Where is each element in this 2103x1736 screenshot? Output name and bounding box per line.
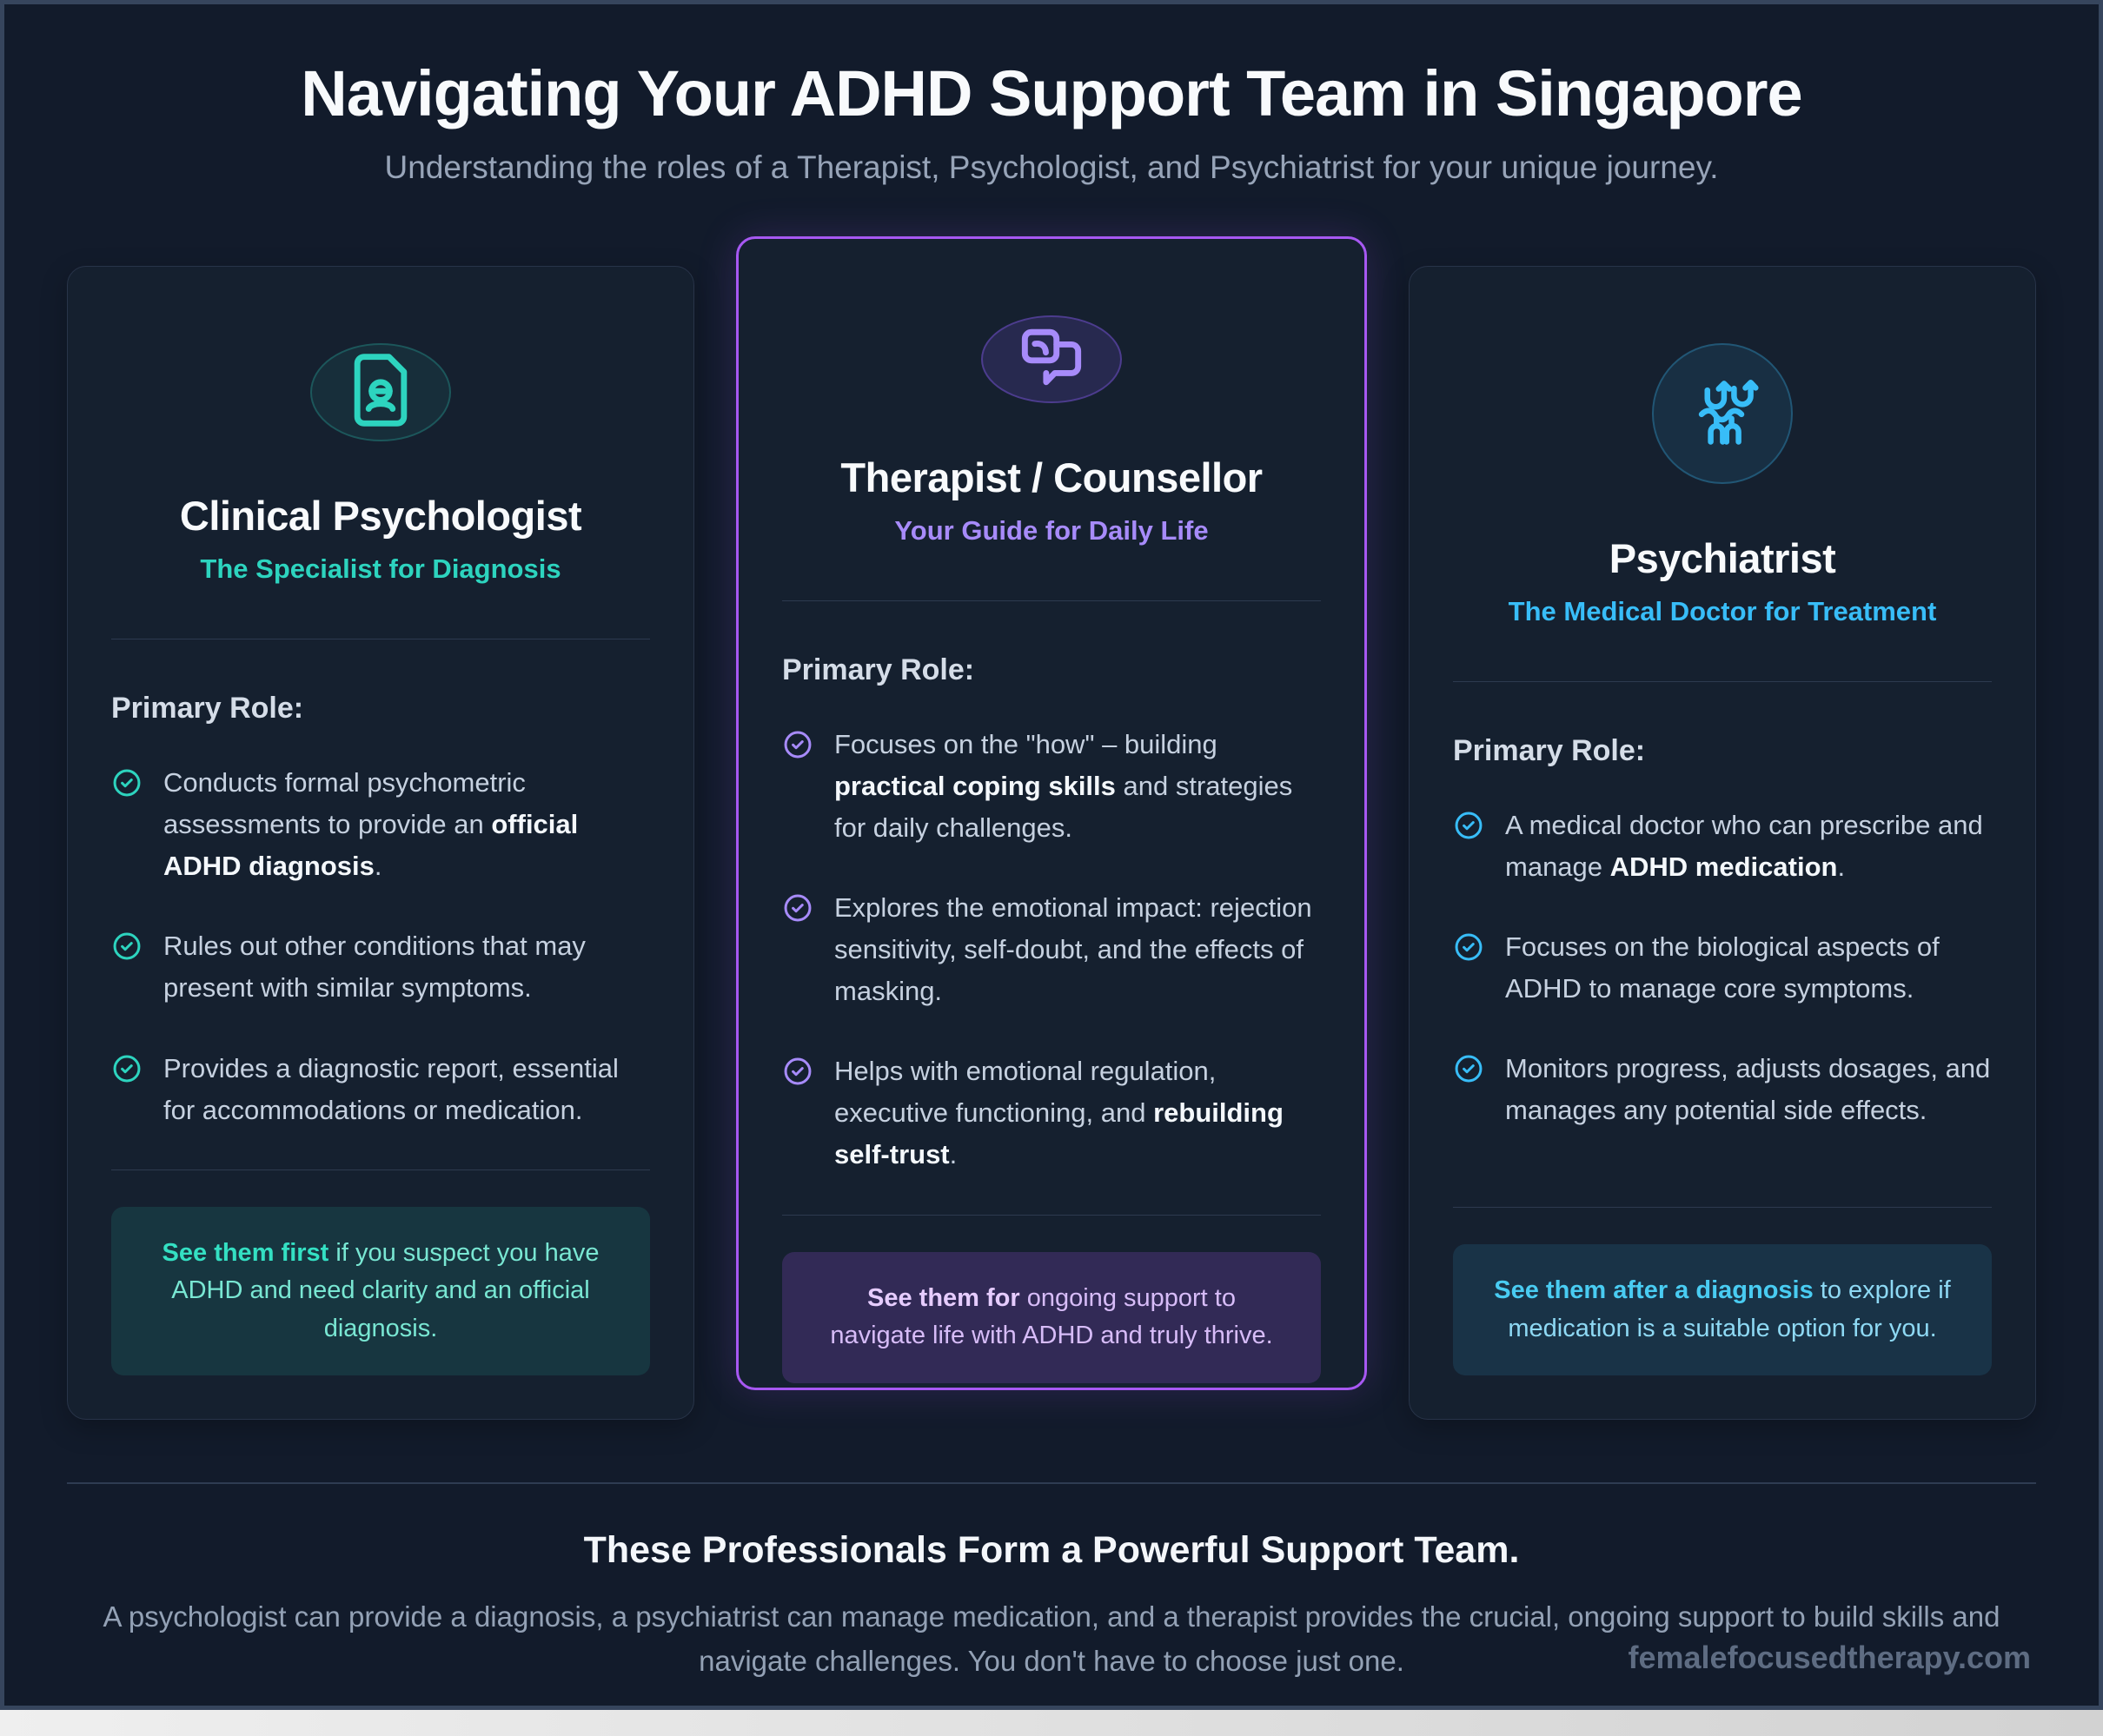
bullet-text: Explores the emotional impact: rejection… xyxy=(834,892,1312,1007)
bullet-item: Explores the emotional impact: rejection… xyxy=(782,887,1321,1012)
card-title: Psychiatrist xyxy=(1609,535,1836,582)
bullet-text: Provides a diagnostic report, essential … xyxy=(163,1052,619,1125)
page-below-strip xyxy=(0,1710,2103,1736)
divider xyxy=(782,1214,1321,1216)
icon-circle xyxy=(310,343,451,442)
bullet-list: A medical doctor who can prescribe and m… xyxy=(1453,805,1992,1169)
check-circle-icon xyxy=(111,767,143,798)
callout-see-them-first: See them first if you suspect you have A… xyxy=(111,1206,650,1376)
card-title: Clinical Psychologist xyxy=(179,493,582,540)
bullet-list: Conducts formal psychometric assessments… xyxy=(111,762,650,1169)
bullet-text: A medical doctor who can prescribe and m… xyxy=(1505,810,1983,883)
bullet-text: Helps with emotional regulation, executi… xyxy=(834,1056,1284,1170)
page-subtitle: Understanding the roles of a Therapist, … xyxy=(384,149,1719,186)
check-circle-icon xyxy=(1453,931,1484,963)
bullet-item: Focuses on the "how" – building practica… xyxy=(782,724,1321,849)
page-title: Navigating Your ADHD Support Team in Sin… xyxy=(301,57,1802,129)
watermark-url: femalefocusedtherapy.com xyxy=(1628,1640,2031,1675)
footer-body: A psychologist can provide a diagnosis, … xyxy=(103,1600,2000,1678)
file-user-icon xyxy=(341,350,421,434)
divider xyxy=(1453,1207,1992,1209)
bullet-item: Focuses on the biological aspects of ADH… xyxy=(1453,926,1992,1010)
check-circle-icon xyxy=(111,931,143,962)
bullet-item: Monitors progress, adjusts dosages, and … xyxy=(1453,1048,1992,1131)
card-subtitle: The Specialist for Diagnosis xyxy=(200,553,561,585)
primary-role-heading: Primary Role: xyxy=(111,692,304,726)
cards-row: Clinical Psychologist The Specialist for… xyxy=(4,236,2099,1421)
footer-divider xyxy=(67,1482,2036,1485)
card-clinical-psychologist: Clinical Psychologist The Specialist for… xyxy=(67,266,694,1421)
check-circle-icon xyxy=(1453,1053,1484,1084)
icon-circle xyxy=(1652,343,1793,485)
card-psychiatrist: Psychiatrist The Medical Doctor for Trea… xyxy=(1409,266,2036,1421)
bullet-text: Monitors progress, adjusts dosages, and … xyxy=(1505,1053,1991,1126)
bullet-item: Provides a diagnostic report, essential … xyxy=(111,1048,650,1131)
bullet-list: Focuses on the "how" – building practica… xyxy=(782,724,1321,1214)
bullet-item: Conducts formal psychometric assessments… xyxy=(111,762,650,887)
chat-bubbles-icon xyxy=(1012,317,1091,401)
card-therapist-counsellor: Therapist / Counsellor Your Guide for Da… xyxy=(736,236,1367,1391)
card-subtitle: The Medical Doctor for Treatment xyxy=(1508,596,1937,627)
bullet-text: Focuses on the biological aspects of ADH… xyxy=(1505,931,1940,1004)
primary-role-heading: Primary Role: xyxy=(1453,734,1646,768)
neurotransmitter-icon xyxy=(1682,372,1762,456)
check-circle-icon xyxy=(1453,810,1484,841)
primary-role-heading: Primary Role: xyxy=(782,653,975,687)
callout-see-them-after: See them after a diagnosis to explore if… xyxy=(1453,1244,1992,1376)
bullet-text: Rules out other conditions that may pres… xyxy=(163,931,586,1004)
bullet-text: Conducts formal psychometric assessments… xyxy=(163,767,579,882)
header: Navigating Your ADHD Support Team in Sin… xyxy=(4,4,2099,186)
bullet-item: A medical doctor who can prescribe and m… xyxy=(1453,805,1992,888)
bullet-item: Rules out other conditions that may pres… xyxy=(111,925,650,1009)
check-circle-icon xyxy=(782,892,813,924)
card-subtitle: Your Guide for Daily Life xyxy=(894,515,1209,547)
footer-heading: These Professionals Form a Powerful Supp… xyxy=(583,1529,1520,1572)
icon-circle xyxy=(981,315,1122,404)
divider xyxy=(111,1169,650,1170)
check-circle-icon xyxy=(782,729,813,760)
divider xyxy=(782,600,1321,602)
divider xyxy=(1453,681,1992,683)
check-circle-icon xyxy=(111,1053,143,1084)
card-title: Therapist / Counsellor xyxy=(840,454,1263,501)
callout-see-them-for: See them for ongoing support to navigate… xyxy=(782,1251,1321,1383)
bullet-item: Helps with emotional regulation, executi… xyxy=(782,1050,1321,1176)
bullet-text: Focuses on the "how" – building practica… xyxy=(834,729,1293,844)
check-circle-icon xyxy=(782,1056,813,1087)
